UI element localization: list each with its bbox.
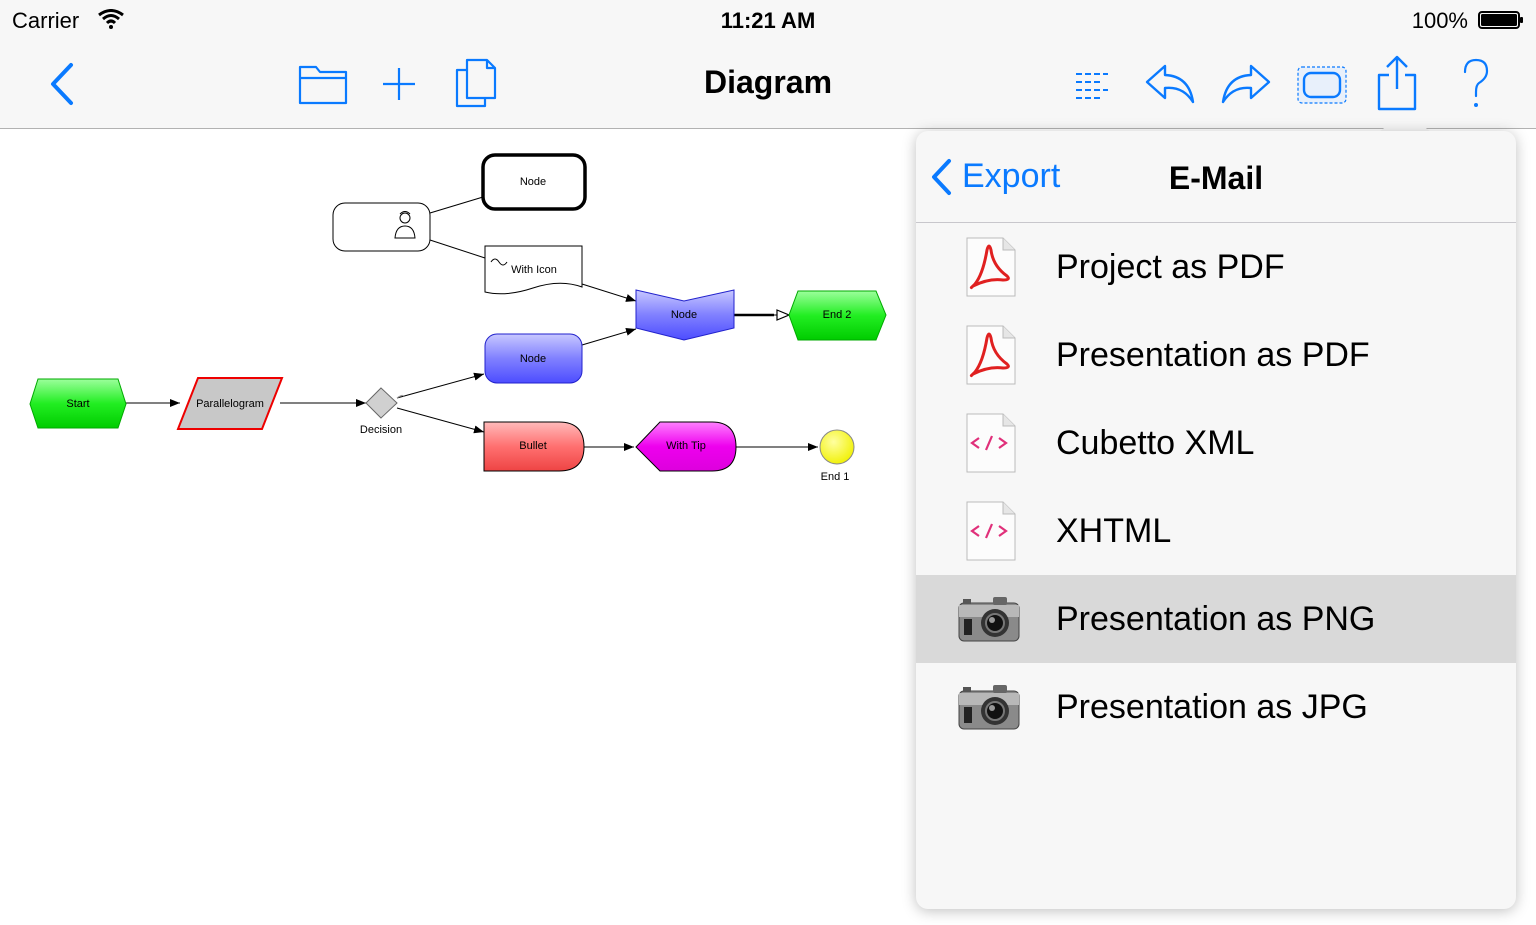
export-item-label: XHTML <box>1056 511 1172 550</box>
node-mid[interactable]: Node <box>635 289 735 341</box>
xml-file-icon <box>956 499 1022 563</box>
parallelogram-node[interactable]: Parallelogram <box>176 377 284 430</box>
undo-icon <box>1145 64 1195 104</box>
list-icon <box>1076 73 1108 99</box>
export-email-popover: Export E-Mail Project as PDF <box>916 131 1516 909</box>
end1-node-label: End 1 <box>821 471 850 483</box>
undo-button[interactable] <box>1140 60 1200 108</box>
node-mid-label: Node <box>671 309 697 321</box>
export-item-xhtml[interactable]: XHTML <box>916 487 1516 575</box>
wave-icon <box>490 258 508 266</box>
xml-file-icon <box>956 411 1022 475</box>
help-button[interactable] <box>1456 56 1496 112</box>
end2-node[interactable]: End 2 <box>788 290 887 341</box>
plus-icon <box>383 68 415 100</box>
end2-node-label: End 2 <box>823 309 852 321</box>
redo-button[interactable] <box>1216 60 1276 108</box>
export-item-presentation-png[interactable]: Presentation as PNG <box>916 575 1516 663</box>
pdf-icon <box>956 323 1022 387</box>
battery-percent: 100% <box>1411 8 1468 33</box>
user-node[interactable] <box>332 202 431 252</box>
with-icon-node-label: With Icon <box>511 264 557 276</box>
export-item-presentation-pdf[interactable]: Presentation as PDF <box>916 311 1516 399</box>
chevron-left-icon <box>932 158 951 195</box>
camera-icon <box>956 675 1022 739</box>
camera-icon <box>956 587 1022 651</box>
with-tip-node-label: With Tip <box>666 440 706 452</box>
status-bar: Carrier 11:21 AM 100% <box>0 0 1536 40</box>
export-back-label: Export <box>962 157 1061 195</box>
connectors <box>126 196 818 451</box>
node-blue[interactable]: Node <box>484 333 583 384</box>
chevron-left-icon <box>51 63 73 105</box>
with-icon-node[interactable]: With Icon <box>484 245 583 295</box>
duplicate-button[interactable] <box>450 56 500 110</box>
share-icon <box>1377 55 1417 111</box>
export-item-project-pdf[interactable]: Project as PDF <box>916 223 1516 311</box>
folder-icon <box>298 65 348 105</box>
clock: 11:21 AM <box>720 8 816 33</box>
navigation-bar: Diagram <box>0 40 1536 129</box>
export-item-label: Presentation as PNG <box>1056 599 1376 638</box>
bullet-node-label: Bullet <box>519 440 547 452</box>
node-blue-label: Node <box>520 353 546 365</box>
export-item-label: Cubetto XML <box>1056 423 1255 462</box>
presentation-frame-button[interactable] <box>1294 62 1350 108</box>
export-format-list: Project as PDF Presentation as PDF Cub <box>916 223 1516 751</box>
pdf-icon <box>956 235 1022 299</box>
export-back-button[interactable]: Export <box>930 157 1060 196</box>
frame-icon <box>1297 66 1347 104</box>
wifi-icon <box>98 9 124 34</box>
redo-icon <box>1221 64 1271 104</box>
carrier-label: Carrier <box>12 8 80 33</box>
open-folder-button[interactable] <box>296 58 350 108</box>
help-icon <box>1463 58 1489 107</box>
export-item-cubetto-xml[interactable]: Cubetto XML <box>916 399 1516 487</box>
export-item-presentation-jpg[interactable]: Presentation as JPG <box>916 663 1516 751</box>
end1-node[interactable]: End 1 <box>819 429 855 483</box>
person-icon <box>394 211 416 239</box>
start-node[interactable]: Start <box>29 378 127 429</box>
copy-icon <box>455 58 497 108</box>
share-button[interactable] <box>1372 52 1422 112</box>
parallelogram-node-label: Parallelogram <box>196 398 264 410</box>
popover-arrow <box>1379 112 1431 132</box>
popover-title: E-Mail <box>1168 160 1264 196</box>
start-node-label: Start <box>66 398 89 410</box>
export-item-label: Project as PDF <box>1056 247 1285 286</box>
bullet-node[interactable]: Bullet <box>483 421 585 472</box>
node-top-label: Node <box>520 176 546 188</box>
diagram: Start Parallelogram Decision Node <box>29 153 887 483</box>
outline-button[interactable] <box>1068 64 1114 108</box>
back-button[interactable] <box>40 60 84 108</box>
node-top[interactable]: Node <box>481 153 587 211</box>
popover-header: Export E-Mail <box>916 131 1516 223</box>
with-tip-node[interactable]: With Tip <box>635 421 737 472</box>
add-button[interactable] <box>378 60 420 108</box>
decision-node[interactable]: Decision <box>360 387 402 436</box>
export-item-label: Presentation as PDF <box>1056 335 1370 374</box>
export-item-label: Presentation as JPG <box>1056 687 1368 726</box>
decision-node-label: Decision <box>360 424 402 436</box>
battery-icon <box>1478 11 1524 29</box>
